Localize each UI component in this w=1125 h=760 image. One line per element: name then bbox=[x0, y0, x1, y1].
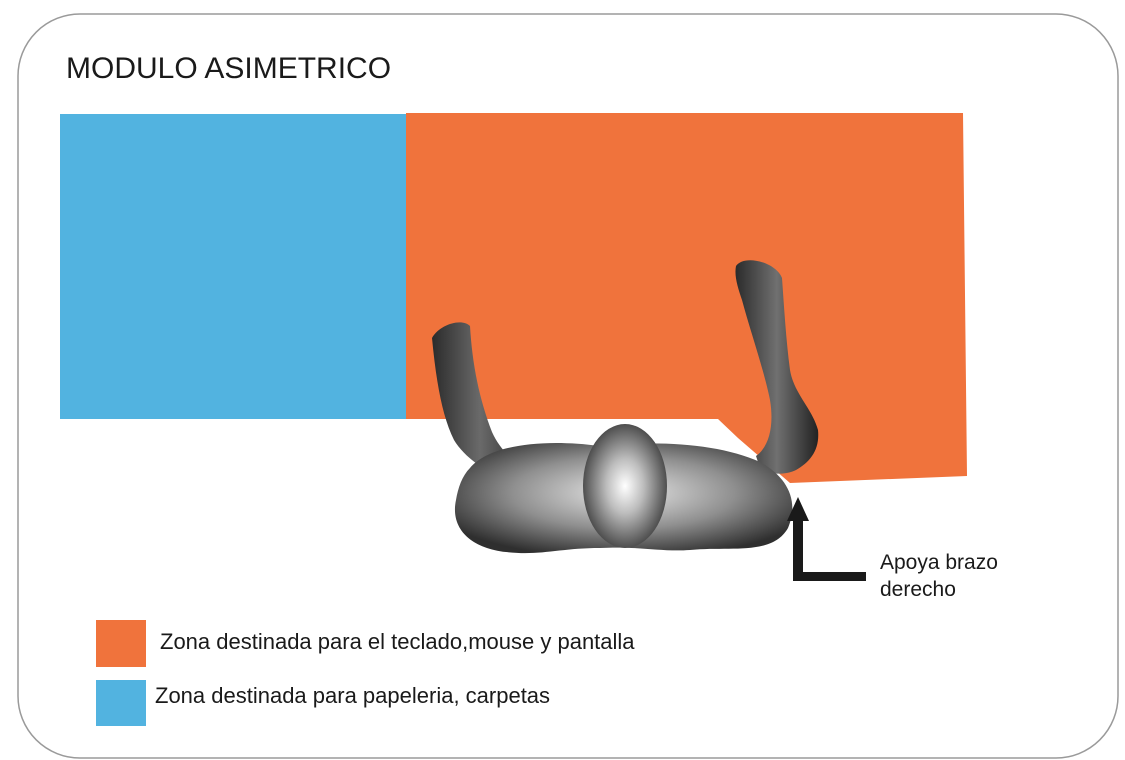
paper-zone bbox=[60, 114, 406, 419]
armrest-label-line1: Apoya brazo bbox=[880, 551, 998, 574]
armrest-label-line2: derecho bbox=[880, 578, 956, 601]
legend-swatch-paper-zone bbox=[96, 680, 146, 726]
elbow-arrow-icon bbox=[787, 497, 866, 581]
legend: Zona destinada para el teclado,mouse y p… bbox=[96, 620, 635, 726]
person-top-view-icon bbox=[432, 260, 819, 554]
keyboard-zone bbox=[406, 113, 967, 483]
diagram-frame bbox=[17, 13, 1119, 759]
legend-label-keyboard-zone: Zona destinada para el teclado,mouse y p… bbox=[160, 629, 635, 654]
diagram-title: MODULO ASIMETRICO bbox=[66, 52, 391, 85]
legend-swatch-keyboard-zone bbox=[96, 620, 146, 667]
legend-label-paper-zone: Zona destinada para papeleria, carpetas bbox=[155, 683, 550, 708]
